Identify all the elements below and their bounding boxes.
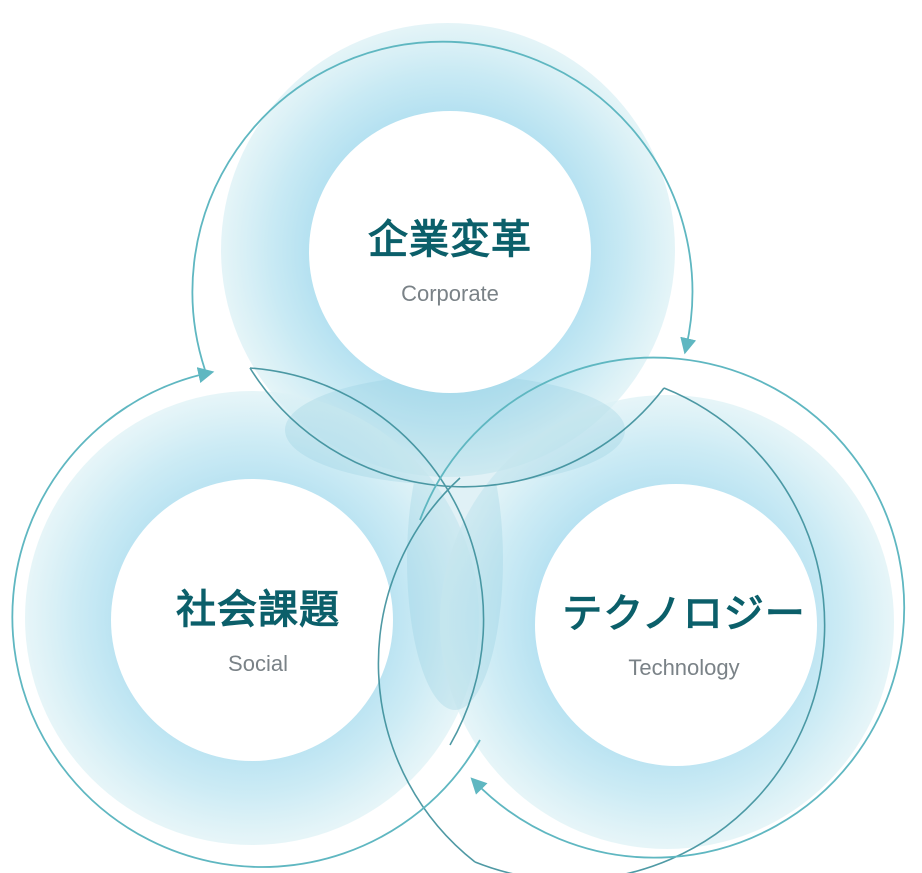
overlap-top — [285, 375, 625, 485]
inner-disc-technology — [535, 484, 817, 766]
outer-ring-social — [11, 367, 481, 868]
node-technology: テクノロジー Technology — [562, 590, 806, 682]
inner-disc-corporate — [309, 111, 591, 393]
outer-ring-corporate — [191, 40, 697, 371]
outer-rings — [11, 40, 906, 868]
node-technology-title: テクノロジー — [562, 591, 806, 637]
inner-ring-tech-arc — [474, 387, 826, 873]
inner-discs — [111, 111, 817, 766]
node-technology-subtitle: Technology — [628, 655, 740, 680]
outer-ring-technology — [419, 356, 906, 859]
inner-ring-tech-left — [377, 477, 476, 863]
inner-ring-social-arc — [249, 367, 485, 746]
node-corporate: 企業変革 Corporate — [368, 216, 532, 308]
node-social: 社会課題 Social — [176, 586, 340, 678]
node-social-subtitle: Social — [228, 651, 288, 676]
inner-disc-social — [111, 479, 393, 761]
node-corporate-subtitle: Corporate — [401, 281, 499, 306]
node-social-title: 社会課題 — [176, 587, 340, 633]
inner-ring-lines — [249, 367, 826, 873]
node-corporate-title: 企業変革 — [368, 217, 532, 263]
